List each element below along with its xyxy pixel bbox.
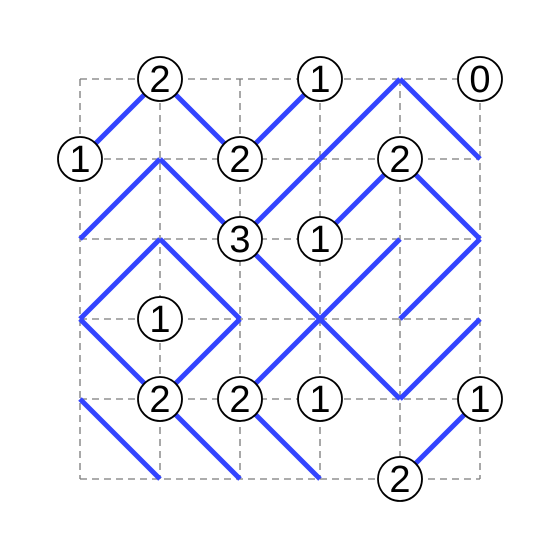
clue-number: 1 bbox=[309, 219, 330, 261]
clue-number: 2 bbox=[229, 379, 250, 421]
clue: 1 bbox=[297, 376, 343, 422]
clue: 1 bbox=[137, 296, 183, 342]
clue: 2 bbox=[377, 136, 423, 182]
clue-circle bbox=[137, 56, 183, 102]
clue-circle bbox=[217, 216, 263, 262]
slash-back[interactable] bbox=[398, 77, 482, 161]
clue-number: 2 bbox=[149, 379, 170, 421]
slash-back[interactable] bbox=[158, 237, 242, 321]
clue: 1 bbox=[297, 56, 343, 102]
slash-forward[interactable] bbox=[78, 157, 162, 241]
clue-circle bbox=[297, 56, 343, 102]
clue-circle bbox=[217, 136, 263, 182]
slash-forward[interactable] bbox=[398, 317, 482, 401]
clue: 0 bbox=[457, 56, 503, 102]
clue: 2 bbox=[137, 376, 183, 422]
clue-circle bbox=[377, 136, 423, 182]
clue-circle bbox=[457, 56, 503, 102]
clue-number: 1 bbox=[309, 379, 330, 421]
clue-number: 2 bbox=[229, 139, 250, 181]
clue-circle bbox=[377, 456, 423, 502]
clue-number: 1 bbox=[69, 139, 90, 181]
clue: 2 bbox=[217, 136, 263, 182]
clue: 2 bbox=[377, 456, 423, 502]
clue-circles: 2 1 0 1 2 2 3 1 1 2 2 1 1 2 bbox=[57, 56, 503, 502]
clue-circle bbox=[137, 296, 183, 342]
clue: 1 bbox=[457, 376, 503, 422]
clue-number: 0 bbox=[469, 59, 490, 101]
clue-number: 1 bbox=[149, 299, 170, 341]
clue-number: 3 bbox=[229, 219, 250, 261]
slash-forward[interactable] bbox=[78, 237, 162, 321]
clue: 2 bbox=[217, 376, 263, 422]
slash-forward[interactable] bbox=[398, 237, 482, 321]
slash-forward[interactable] bbox=[318, 77, 402, 161]
diagonal-lines bbox=[78, 77, 482, 481]
clue-circle bbox=[137, 376, 183, 422]
clue-circle bbox=[457, 376, 503, 422]
clue: 1 bbox=[57, 136, 103, 182]
clue: 3 bbox=[217, 216, 263, 262]
clue: 1 bbox=[297, 216, 343, 262]
slash-back[interactable] bbox=[318, 317, 402, 401]
clue-circle bbox=[297, 216, 343, 262]
clue-number: 2 bbox=[149, 59, 170, 101]
clue-number: 1 bbox=[309, 59, 330, 101]
clue: 2 bbox=[137, 56, 183, 102]
clue-number: 2 bbox=[389, 459, 410, 501]
clue-number: 2 bbox=[389, 139, 410, 181]
slash-back[interactable] bbox=[78, 397, 162, 481]
slash-forward[interactable] bbox=[318, 237, 402, 321]
clue-circle bbox=[217, 376, 263, 422]
clue-number: 1 bbox=[469, 379, 490, 421]
clue-circle bbox=[297, 376, 343, 422]
clue-circle bbox=[57, 136, 103, 182]
